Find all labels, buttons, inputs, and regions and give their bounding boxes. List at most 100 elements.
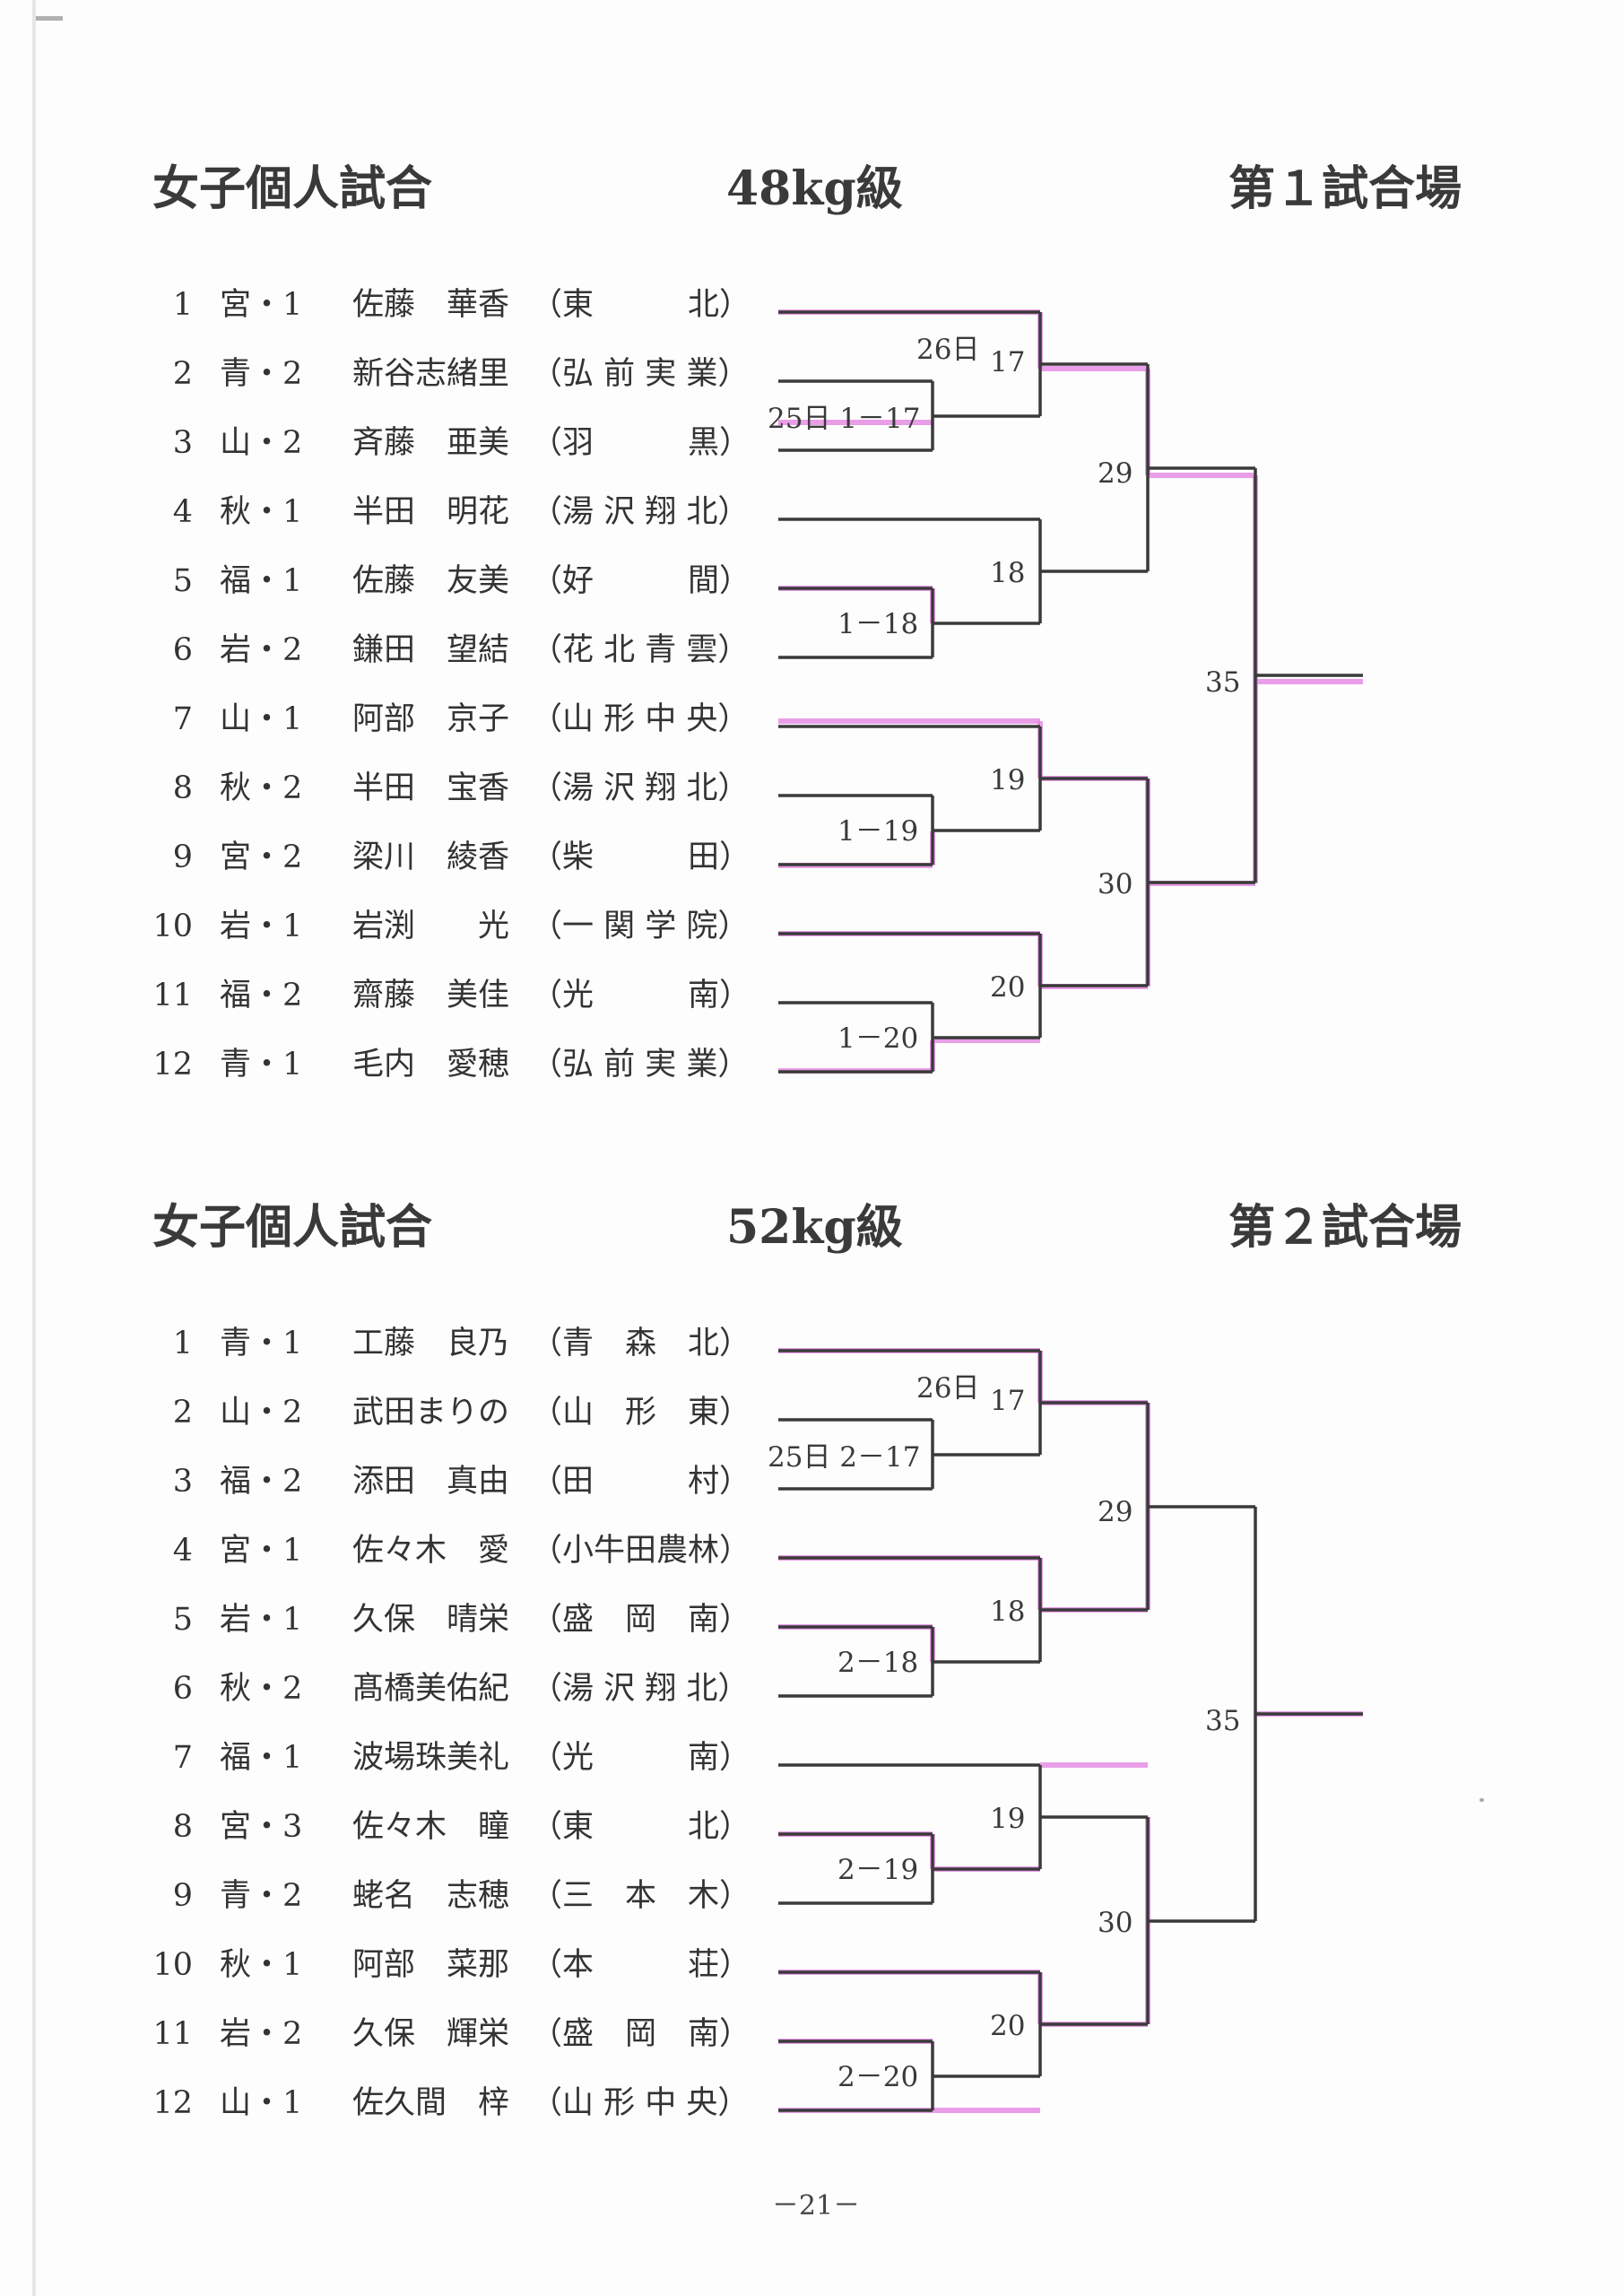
match-number: 1－20 xyxy=(838,1022,918,1055)
section-title-row: 女子個人試合 48kg級 第１試合場 xyxy=(0,144,1623,224)
entry-prefecture-grade: 秋・1 xyxy=(220,1947,303,1983)
entry-prefecture-grade: 青・2 xyxy=(220,356,303,392)
match-number: 20 xyxy=(990,971,1025,1004)
entry-school: （山 形 東） xyxy=(531,1395,751,1431)
entry-school: （東 北） xyxy=(531,1809,751,1845)
entry-name: 久保 輝栄 xyxy=(352,2016,510,2052)
entry-number: 2 xyxy=(172,356,193,392)
entry-number: 6 xyxy=(172,632,193,668)
match-number: 18 xyxy=(990,557,1025,589)
entry-prefecture-grade: 福・1 xyxy=(220,1740,303,1776)
match-number: 17 xyxy=(990,1385,1025,1417)
match-number: 35 xyxy=(1205,1705,1240,1737)
entry-number: 11 xyxy=(152,978,193,1013)
entry-row: 6 秋・2 髙橋美佑紀 （湯 沢 翔 北） xyxy=(0,1662,789,1716)
match-number: 2－18 xyxy=(838,1647,918,1679)
entry-school: （小牛田農林） xyxy=(531,1533,751,1569)
entry-school: （盛 岡 南） xyxy=(531,2016,751,2052)
winner-highlights xyxy=(778,1348,1363,2113)
entry-name: 鎌田 望結 xyxy=(352,632,510,668)
entry-school: （花 北 青 雲） xyxy=(531,632,750,668)
match-day-label: 26日 xyxy=(916,1372,979,1405)
entry-prefecture-grade: 岩・2 xyxy=(220,2016,303,2052)
entry-number: 7 xyxy=(172,1740,193,1776)
entry-number: 12 xyxy=(152,1047,193,1083)
entry-school: （柴 田） xyxy=(531,839,751,875)
entry-number: 9 xyxy=(172,1878,193,1914)
match-number: 17 xyxy=(990,346,1025,378)
entry-school: （好 間） xyxy=(531,563,751,599)
entry-prefecture-grade: 宮・3 xyxy=(220,1809,303,1845)
match-day-label: 25日 1－17 xyxy=(768,403,920,435)
entry-school: （湯 沢 翔 北） xyxy=(531,1671,750,1707)
entry-prefecture-grade: 福・2 xyxy=(220,1464,303,1500)
entry-name: 梁川 綾香 xyxy=(352,839,510,875)
entry-prefecture-grade: 秋・1 xyxy=(220,494,303,530)
entry-name: 添田 真由 xyxy=(352,1464,510,1500)
match-number: 30 xyxy=(1098,1907,1133,1939)
match-number: 20 xyxy=(990,2010,1025,2042)
match-number: 2－19 xyxy=(838,1854,918,1886)
entry-name: 佐藤 友美 xyxy=(352,563,510,599)
entry-name: 佐々木 愛 xyxy=(352,1533,510,1569)
entry-name: 佐藤 華香 xyxy=(352,287,510,323)
match-day-label: 25日 2－17 xyxy=(768,1441,920,1474)
entry-school: （東 北） xyxy=(531,287,751,323)
entry-school: （山 形 中 央） xyxy=(531,701,750,737)
entry-name: 半田 宝香 xyxy=(352,770,510,806)
entry-prefecture-grade: 岩・1 xyxy=(220,1602,303,1638)
entry-name: 佐久間 梓 xyxy=(352,2085,510,2121)
match-number: 35 xyxy=(1205,666,1240,699)
match-number: 29 xyxy=(1098,457,1133,490)
entry-school: （弘 前 実 業） xyxy=(531,356,750,392)
entry-school: （弘 前 実 業） xyxy=(531,1047,750,1083)
entry-prefecture-grade: 山・1 xyxy=(220,701,303,737)
match-number: 30 xyxy=(1098,868,1133,900)
weight-class: 52kg級 xyxy=(726,1200,903,1255)
entry-name: 新谷志緒里 xyxy=(352,356,510,392)
bracket-labels: 26日 17 25日 1－17 29 18 1－18 35 19 1－19 30… xyxy=(768,334,1240,1055)
entry-prefecture-grade: 山・2 xyxy=(220,425,303,461)
match-number: 19 xyxy=(990,764,1025,796)
match-number: 2－20 xyxy=(838,2061,918,2093)
entry-name: 武田まりの xyxy=(352,1395,510,1431)
entry-prefecture-grade: 青・1 xyxy=(220,1326,303,1361)
match-number: 1－18 xyxy=(838,608,918,640)
scan-mark xyxy=(36,16,63,21)
entry-school: （光 南） xyxy=(531,978,751,1013)
entry-name: 佐々木 瞳 xyxy=(352,1809,510,1845)
entry-school: （三 本 木） xyxy=(531,1878,751,1914)
entry-row: 2 青・2 新谷志緒里 （弘 前 実 業） xyxy=(0,347,789,401)
scan-speck xyxy=(1480,1798,1484,1802)
entry-prefecture-grade: 秋・2 xyxy=(220,1671,303,1707)
entry-prefecture-grade: 山・2 xyxy=(220,1395,303,1431)
entry-school: （盛 岡 南） xyxy=(531,1602,751,1638)
entry-school: （一 関 学 院） xyxy=(531,909,750,944)
entry-name: 工藤 良乃 xyxy=(352,1326,510,1361)
weight-class: 48kg級 xyxy=(726,161,903,216)
entry-number: 6 xyxy=(172,1671,193,1707)
entry-name: 斉藤 亜美 xyxy=(352,425,510,461)
entry-name: 髙橋美佑紀 xyxy=(352,1671,510,1707)
entry-school: （湯 沢 翔 北） xyxy=(531,494,750,530)
entry-prefecture-grade: 青・2 xyxy=(220,1878,303,1914)
match-day-label: 26日 xyxy=(916,334,979,366)
entry-number: 3 xyxy=(172,425,193,461)
entry-school: （光 南） xyxy=(531,1740,751,1776)
match-number: 18 xyxy=(990,1596,1025,1628)
winner-highlights xyxy=(778,309,1363,1074)
entry-prefecture-grade: 山・1 xyxy=(220,2085,303,2121)
